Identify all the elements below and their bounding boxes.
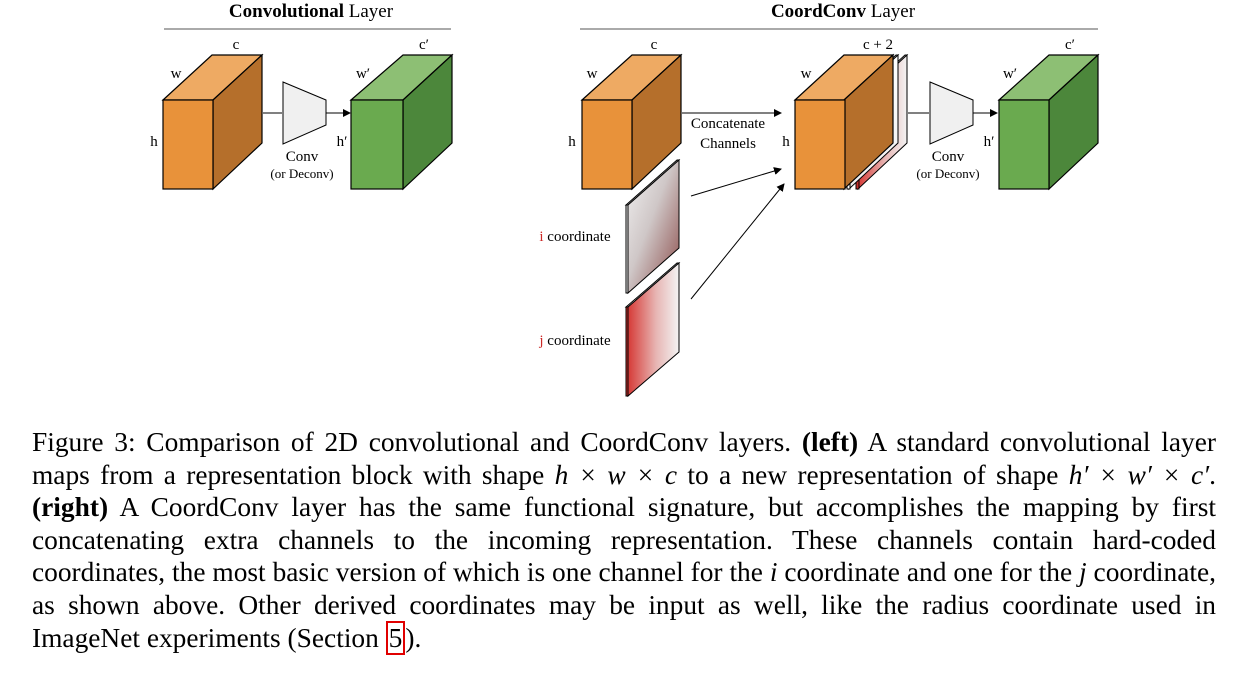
caption-var-j: j xyxy=(1079,557,1087,588)
j-coordinate-label: j coordinate xyxy=(538,333,611,349)
right-input-block xyxy=(580,53,683,191)
right-output-w-label: w′ xyxy=(1003,66,1017,82)
concat-arrow-i xyxy=(690,167,782,197)
caption-text-6: coordinate and one for the xyxy=(777,557,1080,588)
left-output-c-label: c′ xyxy=(419,37,429,53)
left-conv-sublabel: (or Deconv) xyxy=(270,166,333,181)
right-input-c-label: c xyxy=(651,37,658,53)
merged-w-label: w xyxy=(801,66,812,82)
left-panel-title: Convolutional Layer xyxy=(229,1,394,22)
caption-text-3: to a new representation of shape xyxy=(677,459,1069,490)
concat-label-line1: Concatenate xyxy=(691,116,765,132)
caption-figure-label: Figure 3: xyxy=(32,427,136,457)
left-output-w-label: w′ xyxy=(356,66,370,82)
caption-text-7: coordinate, as shown above. Other derive… xyxy=(32,557,1216,653)
caption-text-8: ). xyxy=(405,622,422,653)
left-conv-trapezoid xyxy=(282,81,327,145)
caption-text-5: A CoordConv layer has the same functiona… xyxy=(32,492,1216,588)
caption-left-tag: (left) xyxy=(801,427,859,457)
right-output-block xyxy=(997,53,1100,191)
right-conv-sublabel: (or Deconv) xyxy=(916,166,979,181)
figure-diagram: Convolutional Layer c w h Conv (or Decon… xyxy=(150,1,1100,398)
caption-text-4: . xyxy=(1209,459,1216,490)
figure-caption: Figure 3: Comparison of 2D convolutional… xyxy=(32,426,1217,655)
left-input-c-label: c xyxy=(233,37,240,53)
right-input-h-label: h xyxy=(568,134,576,150)
caption-text-2: A standard convolutional layer maps from… xyxy=(32,427,1217,490)
caption-shape-out: h′ × w′ × c′ xyxy=(1068,459,1210,490)
caption-right-tag: (right) xyxy=(32,492,109,523)
merged-h-label: h xyxy=(782,134,790,150)
caption-var-i: i xyxy=(769,557,778,588)
i-coordinate-label: i coordinate xyxy=(539,229,611,245)
left-conv-label: Conv xyxy=(286,149,319,165)
caption-shape-in: h × w × c xyxy=(554,459,678,490)
j-coordinate-slab xyxy=(624,261,681,398)
right-input-w-label: w xyxy=(587,66,598,82)
merged-c-label: c + 2 xyxy=(863,37,893,53)
left-output-h-label: h′ xyxy=(337,134,348,150)
i-coordinate-slab xyxy=(624,158,681,295)
concat-label-line2: Channels xyxy=(700,136,756,152)
concat-arrow-j xyxy=(690,183,785,300)
figure-svg: Convolutional Layer c w h Conv (or Decon… xyxy=(150,1,1100,398)
right-conv-trapezoid xyxy=(929,81,974,145)
left-input-block xyxy=(161,53,264,191)
left-input-h-label: h xyxy=(150,134,158,150)
caption-text-1: Comparison of 2D convolutional and Coord… xyxy=(135,427,802,457)
right-output-h-label: h′ xyxy=(984,134,995,150)
merged-coordconv-block xyxy=(793,53,909,191)
left-output-block xyxy=(349,53,454,191)
right-conv-label: Conv xyxy=(932,149,965,165)
left-input-w-label: w xyxy=(171,66,182,82)
right-output-c-label: c′ xyxy=(1065,37,1075,53)
right-panel-title: CoordConv Layer xyxy=(771,1,916,22)
section-ref-link[interactable]: 5 xyxy=(385,620,406,655)
